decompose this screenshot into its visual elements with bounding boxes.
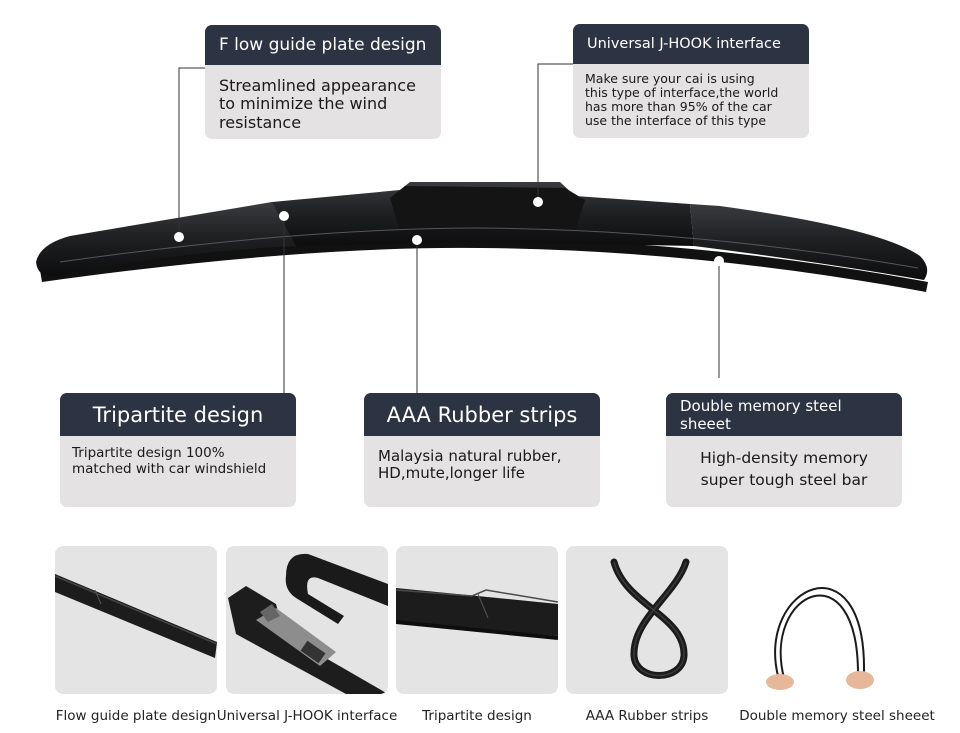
caption-flow-guide: Flow guide plate design <box>55 708 217 724</box>
caption-tripartite: Tripartite design <box>422 708 532 724</box>
wiper-blade-illustration <box>36 63 928 393</box>
callout-jhook: Universal J-HOOK interface Make sure you… <box>573 24 809 138</box>
right-spoiler-segment <box>690 204 928 280</box>
callout-rubber: AAA Rubber strips Malaysia natural rubbe… <box>364 393 600 507</box>
caption-rubber: AAA Rubber strips <box>585 708 709 724</box>
thumbnail-steel <box>736 546 898 694</box>
left-spoiler-segment <box>36 202 296 277</box>
caption-jhook: Universal J-HOOK interface <box>216 708 398 724</box>
marker-dot-tripartite <box>279 211 289 221</box>
marker-dot-flow <box>174 232 184 242</box>
marker-dot-steel <box>714 256 724 266</box>
callout-description: Streamlined appearance to minimize the w… <box>219 76 416 132</box>
caption-steel: Double memory steel sheeet <box>739 708 935 724</box>
callout-title: Double memory steel sheeet <box>666 393 902 436</box>
thumbnail-jhook <box>226 546 388 694</box>
thumbnail-rubber <box>566 546 728 694</box>
thumbnail-flow-guide <box>55 546 217 694</box>
callout-steel: Double memory steel sheeet High-density … <box>666 393 902 507</box>
callout-title: F low guide plate design <box>205 25 441 65</box>
jhook-cover <box>390 186 585 232</box>
callout-description: High-density memory super tough steel ba… <box>700 449 868 489</box>
callout-description: Make sure your cai is using this type of… <box>585 71 779 129</box>
callout-title: Universal J-HOOK interface <box>573 24 809 64</box>
callout-description: Tripartite design 100% matched with car … <box>72 445 267 477</box>
marker-dot-rubber <box>412 235 422 245</box>
callout-tripartite: Tripartite design Tripartite design 100%… <box>60 393 296 507</box>
marker-dot-jhook <box>533 197 543 207</box>
callout-description: Malaysia natural rubber, HD,mute,longer … <box>378 447 562 483</box>
callout-flow-guide: F low guide plate design Streamlined app… <box>205 25 441 139</box>
thumbnail-tripartite <box>396 546 558 694</box>
callout-title: AAA Rubber strips <box>364 393 600 436</box>
rubber-strip <box>40 237 928 292</box>
callout-title: Tripartite design <box>60 393 296 436</box>
